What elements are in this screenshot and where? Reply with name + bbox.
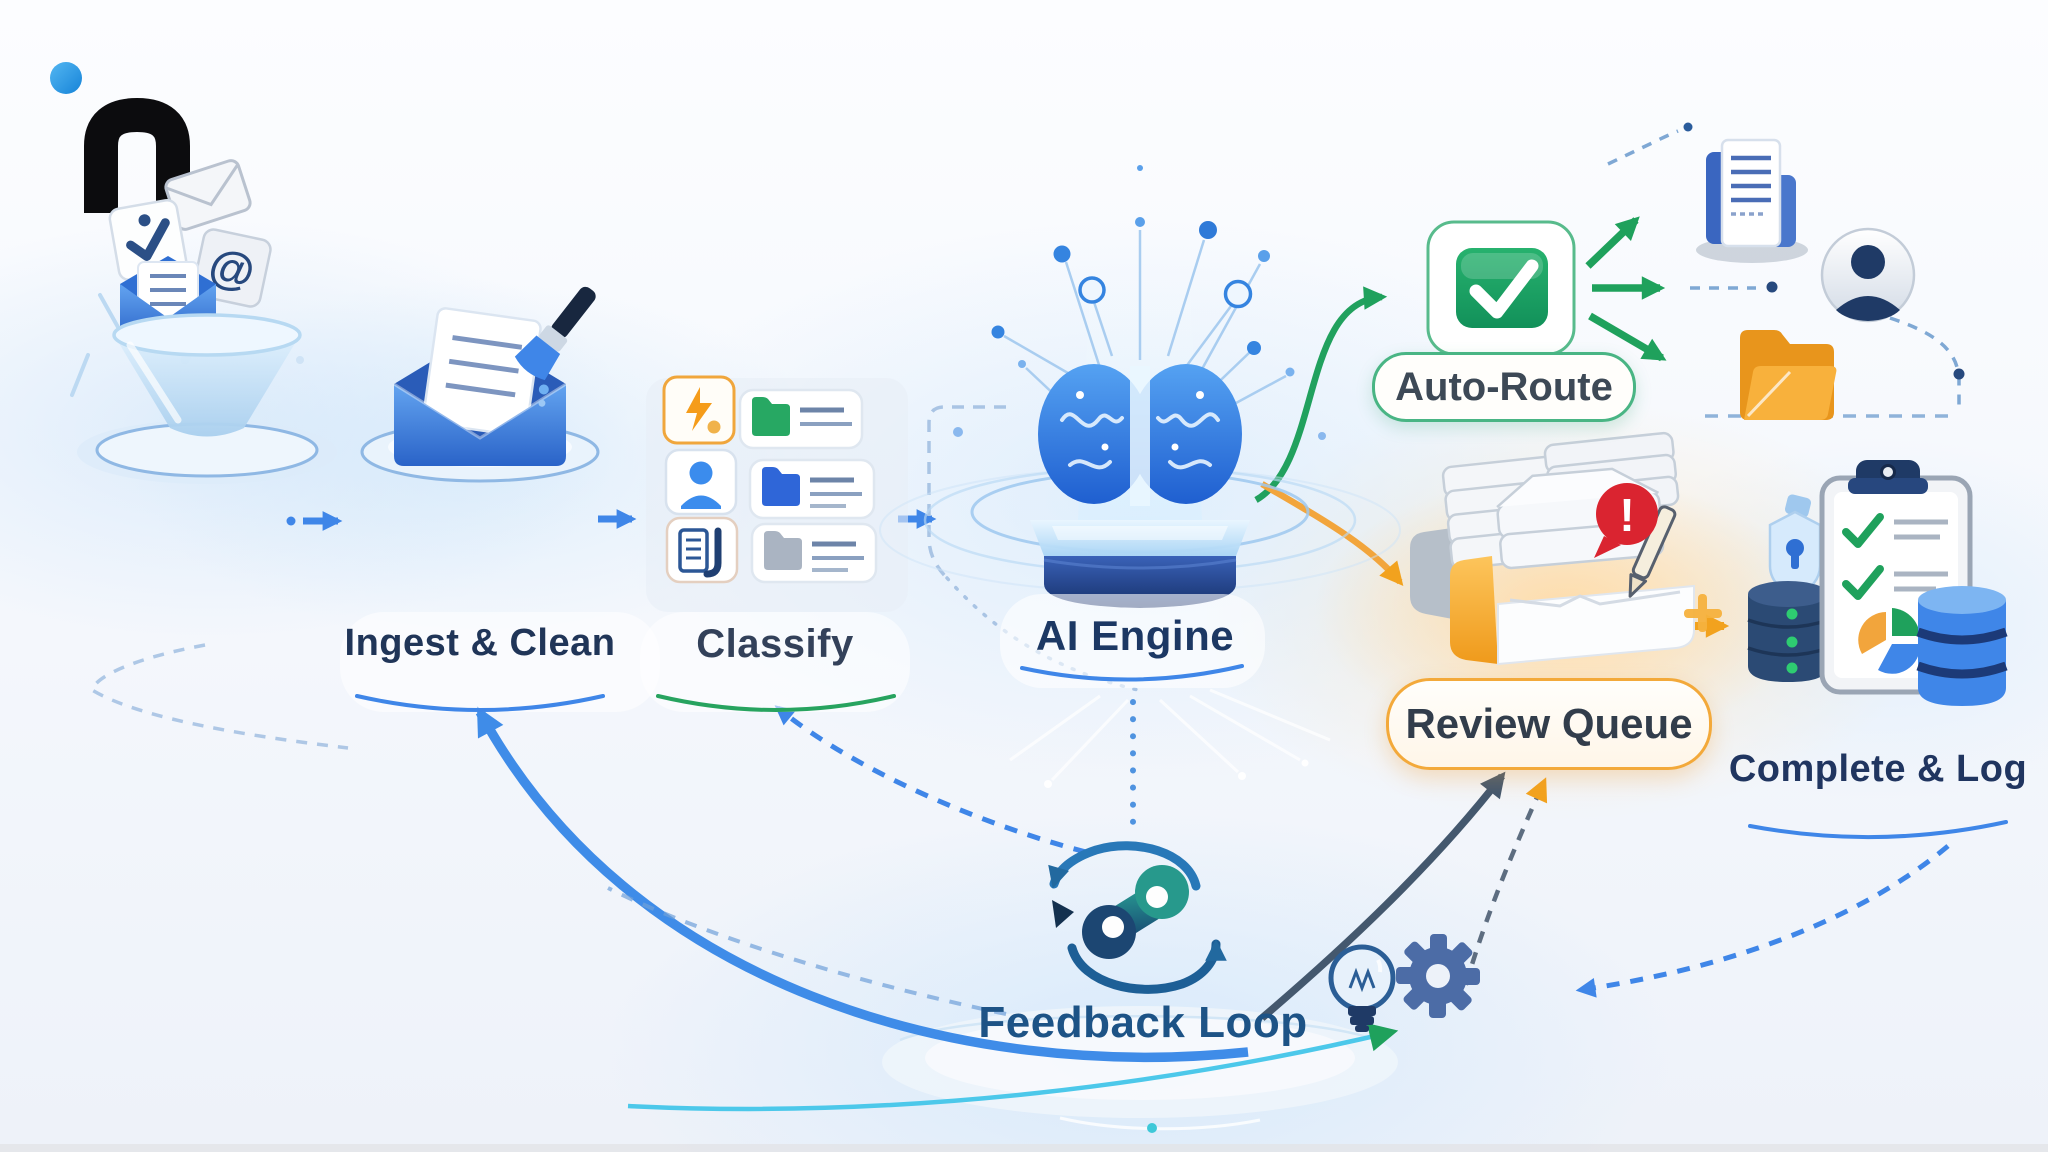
avatar bbox=[1820, 227, 1916, 323]
lightning-icon bbox=[686, 387, 712, 431]
folder-row-gray bbox=[750, 522, 878, 584]
complete-log-cluster bbox=[1747, 460, 2008, 706]
light-rays bbox=[1009, 688, 1331, 782]
stage-label-ingest: Ingest & Clean bbox=[344, 622, 616, 664]
folder-icon bbox=[762, 467, 800, 506]
lightbulb-icon bbox=[1328, 944, 1396, 1032]
arrow-engine-to-review bbox=[1260, 481, 1404, 586]
sparkle-dot bbox=[1147, 1123, 1157, 1133]
folder-icon bbox=[752, 397, 790, 436]
check-icon bbox=[1842, 565, 1884, 600]
stage-label-review: Review Queue bbox=[1386, 678, 1712, 770]
alert-exclamation: ! bbox=[1619, 489, 1634, 541]
arrow-engine-to-autoroute bbox=[1254, 286, 1388, 503]
stage-label-classify: Classify bbox=[696, 622, 854, 666]
arrow-complete-to-feedback bbox=[1575, 844, 1950, 998]
stage-label-autoroute: Auto-Route bbox=[1372, 352, 1636, 422]
cycle-arrow-bottom bbox=[1067, 939, 1227, 994]
review-queue-cluster: ! bbox=[1410, 431, 1722, 666]
gear-icon bbox=[1396, 934, 1480, 1018]
envelope-icon bbox=[164, 159, 252, 231]
tray-back bbox=[1410, 528, 1458, 620]
logo-n-glyph bbox=[84, 97, 190, 213]
label-underlines bbox=[340, 594, 2008, 840]
pencil-icon bbox=[1628, 505, 1677, 598]
folder-row-green bbox=[738, 388, 864, 450]
printer-doc-icon bbox=[1696, 138, 1808, 263]
funnel-icon bbox=[114, 335, 300, 437]
checkmark-icon bbox=[1469, 259, 1539, 319]
lock-badge-icon bbox=[1768, 494, 1822, 599]
document-icon bbox=[422, 307, 542, 437]
arrow-feedback-to-review bbox=[1259, 771, 1506, 1021]
autoroute-cluster bbox=[1426, 220, 1576, 356]
database-dark-icon bbox=[1747, 581, 1829, 682]
folder-dest-icon bbox=[1740, 330, 1837, 420]
folder-row-blue bbox=[748, 458, 876, 520]
arrow-route-up bbox=[1585, 216, 1640, 269]
cycle-arrow-top bbox=[1048, 841, 1201, 891]
person-icon bbox=[689, 461, 713, 485]
stage-label-feedback: Feedback Loop bbox=[978, 998, 1308, 1047]
ai-engine-cluster bbox=[879, 165, 1401, 788]
ingest-clean-cluster bbox=[360, 286, 600, 483]
list-doc-icon bbox=[678, 527, 722, 578]
intake-funnel-cluster: @ bbox=[70, 159, 337, 484]
brain-icon bbox=[1038, 364, 1242, 506]
database-blue-icon bbox=[1916, 586, 2008, 706]
stage-label-complete: Complete & Log bbox=[1728, 748, 2028, 790]
arrow-feedback-to-classify bbox=[774, 705, 1087, 855]
destination-icons bbox=[1696, 138, 1916, 420]
stage-label-engine: AI Engine bbox=[1035, 612, 1235, 659]
tray-front-side bbox=[1450, 556, 1498, 664]
sparkle-plus-icon bbox=[1684, 594, 1722, 632]
logo-dot-icon bbox=[50, 62, 82, 94]
brand-logo bbox=[50, 62, 190, 213]
arrow-cyan-improve bbox=[627, 1023, 1399, 1112]
feedback-loop-cluster bbox=[1048, 841, 1480, 1133]
ingest-envelope-front bbox=[394, 384, 566, 466]
pie-chart-icon bbox=[1858, 608, 1921, 674]
check-icon bbox=[1842, 513, 1884, 548]
clean-brush-icon bbox=[514, 286, 596, 407]
bottom-strip bbox=[0, 1144, 2048, 1152]
folder-icon bbox=[764, 531, 802, 570]
alert-badge: ! bbox=[1594, 483, 1658, 558]
sync-link-icon bbox=[1082, 865, 1189, 959]
classify-cluster bbox=[646, 375, 908, 612]
arrow-feedback-to-ingest bbox=[475, 706, 1249, 1062]
arrow-route-down bbox=[1588, 312, 1667, 362]
